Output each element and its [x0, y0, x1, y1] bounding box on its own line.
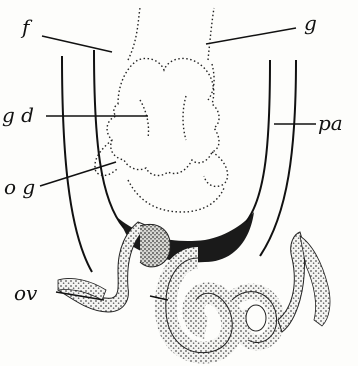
label-pa: pa [318, 111, 343, 135]
label-f: f [20, 15, 33, 39]
label-gd: g d [2, 103, 34, 127]
label-ov: ov [14, 281, 38, 305]
label-og: o g [4, 175, 35, 199]
gland-outline [95, 8, 228, 212]
left-outer-wall [62, 56, 92, 272]
label-g: g [304, 11, 317, 35]
right-inner-wall [246, 60, 270, 222]
left-inner-wall [94, 50, 124, 228]
